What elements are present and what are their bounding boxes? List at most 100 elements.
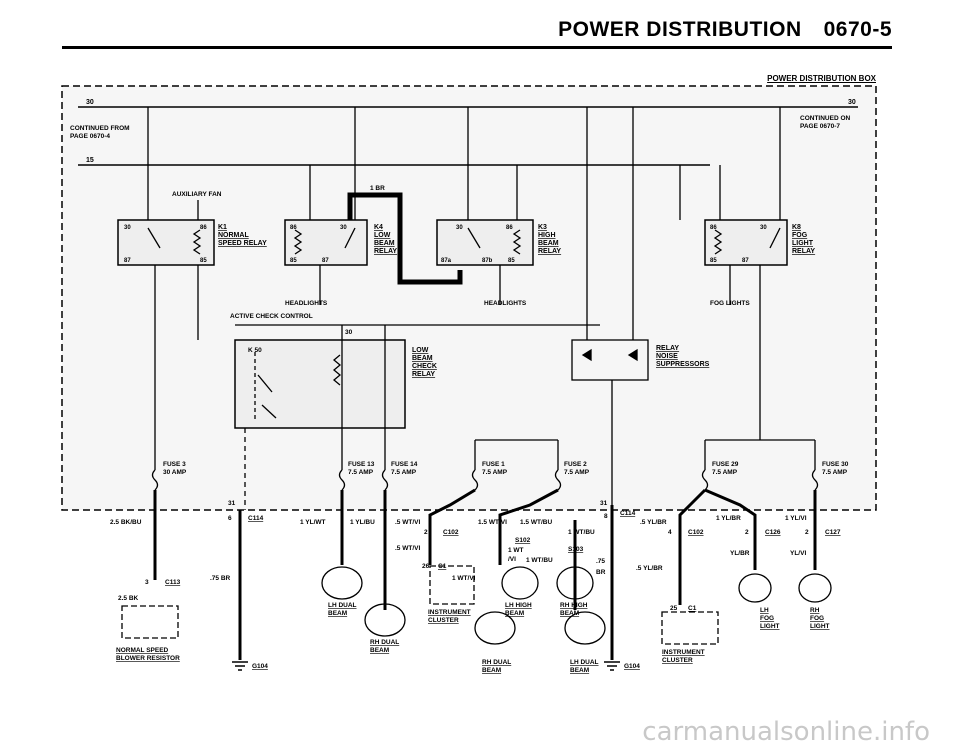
active-check-label: ACTIVE CHECK CONTROL: [230, 313, 313, 320]
wire-2-5-bk: 2.5 BK: [118, 595, 139, 602]
k8-pin-30: 30: [760, 225, 767, 231]
watermark: carmanualsonline.info: [642, 717, 930, 747]
k4-label-line-4: RELAY: [374, 248, 397, 255]
k8-label-line-4: RELAY: [792, 248, 815, 255]
connector-c127-pin: 2: [805, 529, 809, 536]
relay-k4: [284, 219, 368, 266]
continued-on-label-line-1: CONTINUED ON: [800, 115, 851, 122]
connector-c114-b-pin: 8: [604, 513, 608, 520]
connector-c102-a-pin: 2: [424, 529, 428, 536]
fuse30-label-line-2: 7.5 AMP: [822, 469, 848, 476]
k1-label-line-3: SPEED RELAY: [218, 240, 267, 247]
bus-30-right-label: 30: [848, 99, 856, 106]
k4-pin-85: 85: [290, 258, 297, 264]
k8-pin-87: 87: [742, 258, 749, 264]
k3-pin-87a: 87a: [441, 258, 452, 264]
distribution-box-outline: [61, 85, 877, 511]
instrument-cluster-b-label-line-1: INSTRUMENT: [662, 649, 705, 656]
wire-yl-br: YL/BR: [730, 550, 750, 557]
low-beam-check-label-line-3: CHECK: [412, 363, 437, 370]
lh-fog-lamp: [738, 573, 772, 603]
fuse1-label-line-2: 7.5 AMP: [482, 469, 508, 476]
k4-label-line-2: LOW: [374, 232, 391, 239]
lh-dual-beam-b-label-line-1: LH DUAL: [570, 659, 599, 666]
fuse29-label-line-2: 7.5 AMP: [712, 469, 738, 476]
relay-internals: [147, 227, 781, 420]
relay-noise-label-line-1: RELAY: [656, 345, 679, 352]
page-title: POWER DISTRIBUTION: [558, 18, 802, 41]
lh-dual-beam-lamp-b: [564, 611, 606, 645]
noise-suppressors: [571, 339, 649, 381]
fuse3-label-line-2: 30 AMP: [163, 469, 187, 476]
relay-noise-label-line-3: SUPPRESSORS: [656, 361, 710, 368]
headlights-right-label: HEADLIGHTS: [484, 300, 527, 307]
fuse3-label-line-1: FUSE 3: [163, 461, 186, 468]
lh-dual-beam-label-line-1: LH DUAL: [328, 602, 357, 609]
instrument-cluster-a-label-line-1: INSTRUMENT: [428, 609, 471, 616]
wire-1-5-wt-vi: 1.5 WT/VI: [478, 519, 507, 526]
rh-high-beam-label-line-2: BEAM: [560, 610, 579, 617]
k3-label-line-3: BEAM: [538, 240, 559, 247]
rh-dual-beam-low-label-line-2: BEAM: [370, 647, 389, 654]
k4-label-line-1: K4: [374, 224, 383, 231]
wire-1-wt-bu-a: 1 WT/BU: [568, 529, 595, 536]
connector-c1-b: C1: [688, 605, 697, 612]
connector-c126: C126: [765, 529, 781, 536]
blower-resistor-box: [121, 605, 179, 639]
k8-pin-85: 85: [710, 258, 717, 264]
lh-high-beam-label-line-2: BEAM: [505, 610, 524, 617]
connector-c114-a-pin: 6: [228, 515, 232, 522]
headlights-left-label: HEADLIGHTS: [285, 300, 328, 307]
header-rule: [62, 46, 892, 49]
wire-1-wt-vi-b: /VI: [508, 556, 516, 563]
lh-dual-beam-lamp: [321, 566, 363, 600]
wire-5-wt-vi-a: .5 WT/VI: [395, 519, 420, 526]
k3-pin-86: 86: [506, 225, 513, 231]
k8-label-line-1: K8: [792, 224, 801, 231]
lh-dual-beam-b-label-line-2: BEAM: [570, 667, 589, 674]
rh-high-beam-lamp: [556, 566, 594, 600]
wire-1-yl-bu: 1 YL/BU: [350, 519, 375, 526]
relay-output-wires: [154, 265, 816, 510]
pin-31-right-label: 31: [600, 500, 608, 507]
wire-1br-heavy: [347, 192, 463, 285]
continued-on-label-line-2: PAGE 0670-7: [800, 123, 840, 130]
k3-pin-30: 30: [456, 225, 463, 231]
bus-30-left-label: 30: [86, 99, 94, 106]
lh-high-beam-label-line-1: LH HIGH: [505, 602, 532, 609]
lh-fog-light-label-line-1: LH: [760, 607, 769, 614]
lh-fog-light-label-line-2: FOG: [760, 615, 774, 622]
load-symbols: [121, 565, 832, 645]
rh-dual-beam-lamp: [474, 611, 516, 645]
relay-k1: [117, 219, 215, 266]
wire-75-br-c: BR: [596, 569, 606, 576]
k1-pin-85: 85: [200, 258, 207, 264]
connector-c102-a: C102: [443, 529, 459, 536]
connector-c1-a-pin: 26: [422, 563, 430, 570]
wire-1-wt-vi-a: 1 WT: [508, 547, 524, 554]
connector-c127: C127: [825, 529, 841, 536]
rh-dual-beam-low-label-line-1: RH DUAL: [370, 639, 399, 646]
k3-label-line-2: HIGH: [538, 232, 556, 239]
bus-15-label: 15: [86, 157, 94, 164]
lh-dual-beam-label-line-2: BEAM: [328, 610, 347, 617]
fuse14-label-line-1: FUSE 14: [391, 461, 418, 468]
fuse29-label-line-1: FUSE 29: [712, 461, 739, 468]
k1-pin-30: 30: [124, 225, 131, 231]
rh-high-beam-label-line-1: RH HIGH: [560, 602, 588, 609]
k1-label-line-2: NORMAL: [218, 232, 249, 239]
k3-pin-85: 85: [508, 258, 515, 264]
k50-label: K 50: [248, 347, 262, 354]
wire-1-5-wt-bu: 1.5 WT/BU: [520, 519, 552, 526]
connector-c113: C113: [165, 579, 181, 586]
relay-boxes: [117, 219, 788, 429]
power-distribution-box-label: POWER DISTRIBUTION BOX: [767, 74, 876, 83]
wire-1-yl-vi: 1 YL/VI: [785, 515, 807, 522]
k8-pin-86: 86: [710, 225, 717, 231]
k1-pin-87: 87: [124, 258, 131, 264]
bus-feed-wires: [147, 107, 781, 340]
wire-2-5-bk-bu: 2.5 BK/BU: [110, 519, 142, 526]
rh-fog-light-label-line-1: RH: [810, 607, 820, 614]
